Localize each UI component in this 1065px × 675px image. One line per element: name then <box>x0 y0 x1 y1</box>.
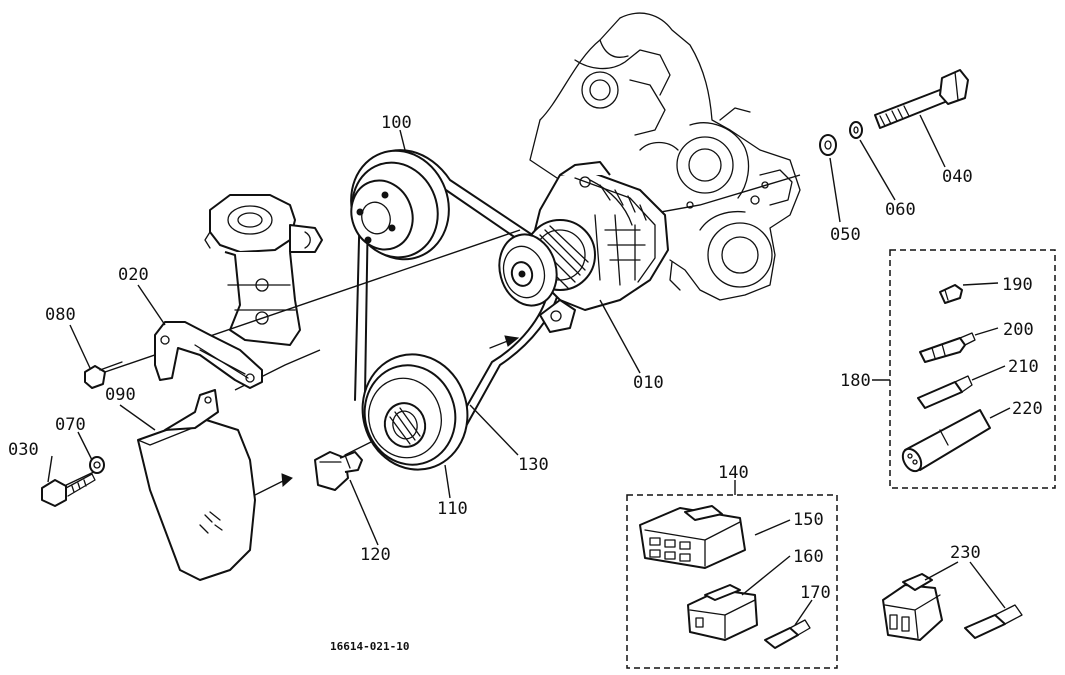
belt-cover <box>137 389 293 581</box>
crank-pulley <box>361 353 469 471</box>
connector-kit-box <box>626 480 838 669</box>
callout-010: 010 <box>633 373 664 393</box>
connector-150 <box>639 505 746 569</box>
terminal-210 <box>917 375 973 409</box>
bolt-040 <box>874 69 969 129</box>
washer-070 <box>89 456 105 474</box>
drawing-code: 16614-021-10 <box>330 640 409 653</box>
terminal-230 <box>964 604 1023 639</box>
alternator <box>489 161 669 349</box>
fan-pulley <box>350 149 450 261</box>
callout-220: 220 <box>1012 399 1043 419</box>
callout-080: 080 <box>45 305 76 325</box>
callout-210: 210 <box>1008 357 1039 377</box>
callout-230: 230 <box>950 543 981 563</box>
connector-230 <box>882 573 943 641</box>
callout-100: 100 <box>381 113 412 133</box>
callout-060: 060 <box>885 200 916 220</box>
callout-070: 070 <box>55 415 86 435</box>
leader-lines <box>47 114 1011 626</box>
callout-160: 160 <box>793 547 824 567</box>
bolt-030 <box>41 473 96 507</box>
callout-020: 020 <box>118 265 149 285</box>
pulley-bolt <box>314 451 363 491</box>
callout-140: 140 <box>718 463 749 483</box>
terminal-170 <box>764 619 811 649</box>
callout-120: 120 <box>360 545 391 565</box>
callout-090: 090 <box>105 385 136 405</box>
callout-050: 050 <box>830 225 861 245</box>
callout-labels: 100 020 080 090 070 030 010 130 110 120 … <box>8 113 1043 603</box>
callout-150: 150 <box>793 510 824 530</box>
callout-130: 130 <box>518 455 549 475</box>
terminal-190 <box>939 284 963 304</box>
callout-040: 040 <box>942 167 973 187</box>
water-housing <box>204 194 323 346</box>
terminal-220 <box>901 409 991 473</box>
washer-060 <box>849 121 863 139</box>
terminal-kit-box <box>872 249 1056 489</box>
callout-190: 190 <box>1002 275 1033 295</box>
washer-050 <box>819 134 837 156</box>
callout-110: 110 <box>437 499 468 519</box>
callout-170: 170 <box>800 583 831 603</box>
terminal-200 <box>919 332 976 363</box>
bolt-080 <box>84 361 123 389</box>
adjusting-bracket <box>154 321 263 389</box>
callout-180: 180 <box>840 371 871 391</box>
connector-160 <box>687 584 758 641</box>
callout-030: 030 <box>8 440 39 460</box>
callout-200: 200 <box>1003 320 1034 340</box>
